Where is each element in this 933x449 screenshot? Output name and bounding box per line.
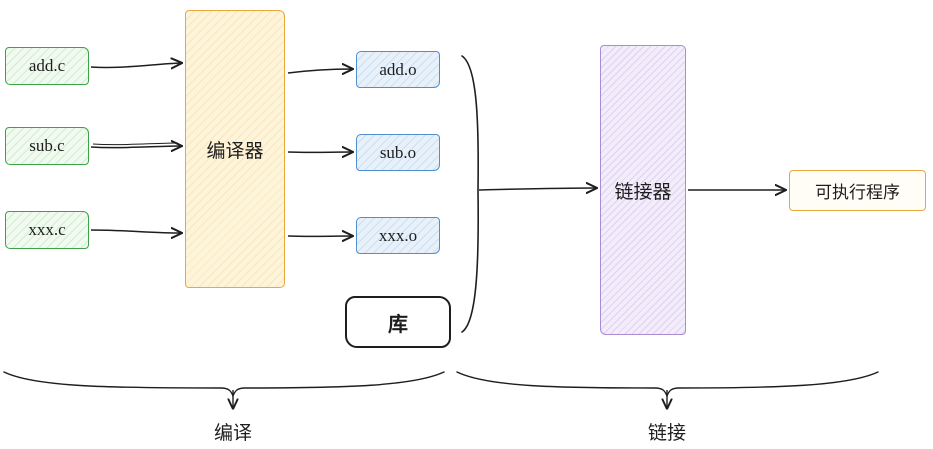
arrow-subc-to-compiler <box>90 146 181 148</box>
source-label: add.c <box>28 56 66 75</box>
group-brace <box>461 55 480 333</box>
arrow-compiler-to-addo <box>287 69 352 73</box>
link-underbrace <box>456 371 879 398</box>
library-label: 库 <box>388 313 408 336</box>
linker-label: 链接器 <box>614 181 672 203</box>
source-node-xxxc: xxx.c <box>5 211 89 249</box>
object-node-subo: sub.o <box>356 134 440 171</box>
arrow-addc-to-compiler <box>90 63 181 67</box>
source-label: xxx.c <box>28 220 66 239</box>
object-node-addo: add.o <box>356 51 440 88</box>
source-label: sub.c <box>29 136 65 155</box>
object-label: add.o <box>379 59 417 79</box>
arrow-subc-to-compiler-sketch <box>92 142 179 146</box>
executable-node: 可执行程序 <box>789 170 926 211</box>
arrow-group-to-linker <box>478 188 596 190</box>
library-node: 库 <box>345 296 451 348</box>
stage-label-link: 链接 <box>647 423 686 444</box>
compiler-node: 编译器 <box>185 10 285 288</box>
executable-label: 可执行程序 <box>815 183 900 202</box>
object-node-xxxo: xxx.o <box>356 217 440 254</box>
object-label: xxx.o <box>378 225 418 245</box>
stage-label-compile: 编译 <box>213 423 252 444</box>
object-label: sub.o <box>379 142 417 162</box>
arrow-xxxc-to-compiler <box>90 230 181 233</box>
compiler-label: 编译器 <box>206 140 264 162</box>
source-node-addc: add.c <box>5 47 89 85</box>
source-node-subc: sub.c <box>5 127 89 165</box>
linker-node: 链接器 <box>600 45 686 335</box>
compile-underbrace <box>3 371 445 398</box>
